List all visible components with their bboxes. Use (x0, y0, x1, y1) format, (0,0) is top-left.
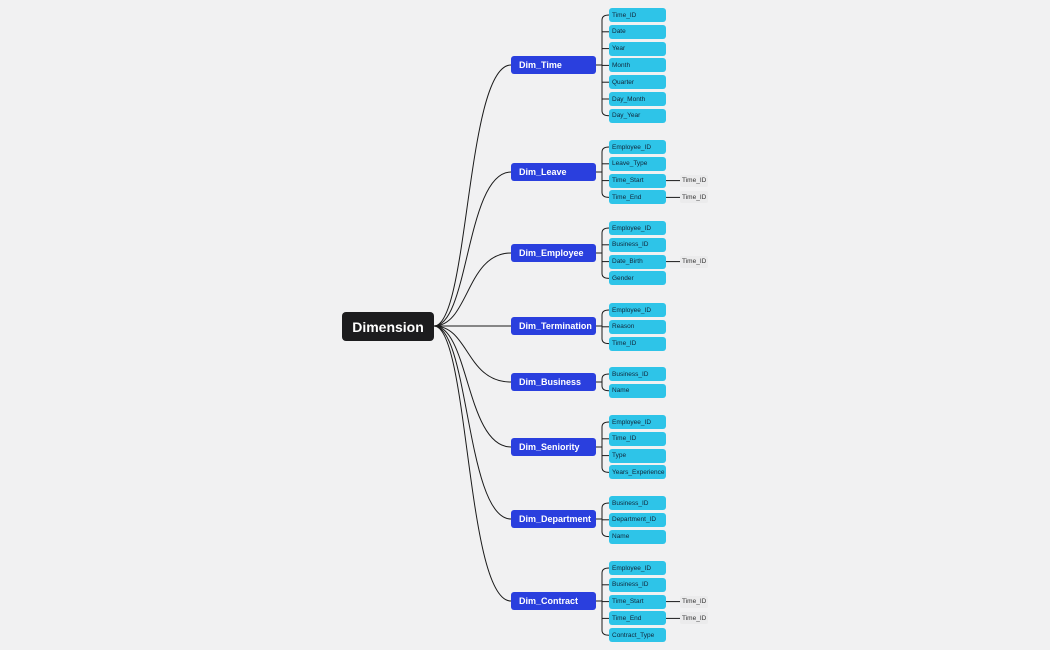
attribute-node[interactable]: Reason (609, 319, 666, 334)
attribute-node[interactable]: Date_Birth (609, 254, 666, 269)
root-to-dimension-connector (433, 325, 512, 383)
dimension-node[interactable]: Dim_Business (511, 373, 596, 391)
attribute-node[interactable]: Employee_ID (609, 415, 666, 429)
reference-node[interactable]: Time_ID (680, 191, 708, 204)
dimension-node[interactable]: Dim_Seniority (511, 438, 596, 456)
reference-node[interactable]: Time_ID (680, 612, 708, 625)
root-to-dimension-connector (433, 64, 512, 327)
root-to-dimension-connector (433, 325, 512, 448)
attribute-bracket-connector (601, 227, 610, 279)
attribute-node[interactable]: Business_ID (609, 237, 666, 252)
root-to-dimension-connector (433, 325, 512, 520)
reference-node[interactable]: Time_ID (680, 595, 708, 608)
root-to-dimension-connector (433, 252, 512, 327)
attribute-node[interactable]: Name (609, 383, 666, 398)
root-to-dimension-connector (433, 325, 512, 602)
attribute-node[interactable]: Department_ID (609, 512, 666, 527)
attribute-node[interactable]: Business_ID (609, 577, 666, 592)
attribute-node[interactable]: Day_Month (609, 92, 666, 106)
attribute-node[interactable]: Day_Year (609, 108, 666, 123)
dimension-node[interactable]: Dim_Contract (511, 592, 596, 610)
attribute-node[interactable]: Employee_ID (609, 221, 666, 235)
attribute-node[interactable]: Years_Experience (609, 465, 666, 480)
attribute-node[interactable]: Year (609, 41, 666, 56)
attribute-node[interactable]: Month (609, 58, 666, 73)
attribute-node[interactable]: Time_Start (609, 594, 666, 609)
attribute-node[interactable]: Name (609, 529, 666, 544)
attribute-node[interactable]: Date (609, 24, 666, 39)
reference-node[interactable]: Time_ID (680, 174, 708, 187)
dimension-node[interactable]: Dim_Employee (511, 244, 596, 262)
root-node[interactable]: Dimension (342, 312, 434, 341)
attribute-bracket-connector (601, 146, 610, 198)
root-to-dimension-connector (433, 171, 512, 327)
attribute-node[interactable]: Time_ID (609, 8, 666, 22)
attribute-node[interactable]: Employee_ID (609, 140, 666, 154)
dimension-node[interactable]: Dim_Time (511, 56, 596, 74)
attribute-node[interactable]: Time_End (609, 190, 666, 205)
reference-node[interactable]: Time_ID (680, 255, 708, 268)
attribute-node[interactable]: Time_End (609, 611, 666, 626)
attribute-node[interactable]: Quarter (609, 75, 666, 90)
attribute-node[interactable]: Type (609, 448, 666, 463)
attribute-node[interactable]: Gender (609, 271, 666, 286)
dimension-node[interactable]: Dim_Leave (511, 163, 596, 181)
attribute-node[interactable]: Business_ID (609, 367, 666, 381)
attribute-node[interactable]: Time_ID (609, 336, 666, 351)
dimension-node[interactable]: Dim_Termination (511, 317, 596, 335)
attribute-bracket-connector (601, 373, 610, 392)
attribute-node[interactable]: Contract_Type (609, 628, 666, 643)
attribute-bracket-connector (601, 421, 610, 473)
attribute-node[interactable]: Time_ID (609, 431, 666, 446)
attribute-node[interactable]: Business_ID (609, 496, 666, 510)
dimension-node[interactable]: Dim_Department (511, 510, 596, 528)
attribute-node[interactable]: Time_Start (609, 173, 666, 188)
attribute-node[interactable]: Employee_ID (609, 303, 666, 317)
attribute-node[interactable]: Employee_ID (609, 561, 666, 575)
attribute-node[interactable]: Leave_Type (609, 156, 666, 171)
